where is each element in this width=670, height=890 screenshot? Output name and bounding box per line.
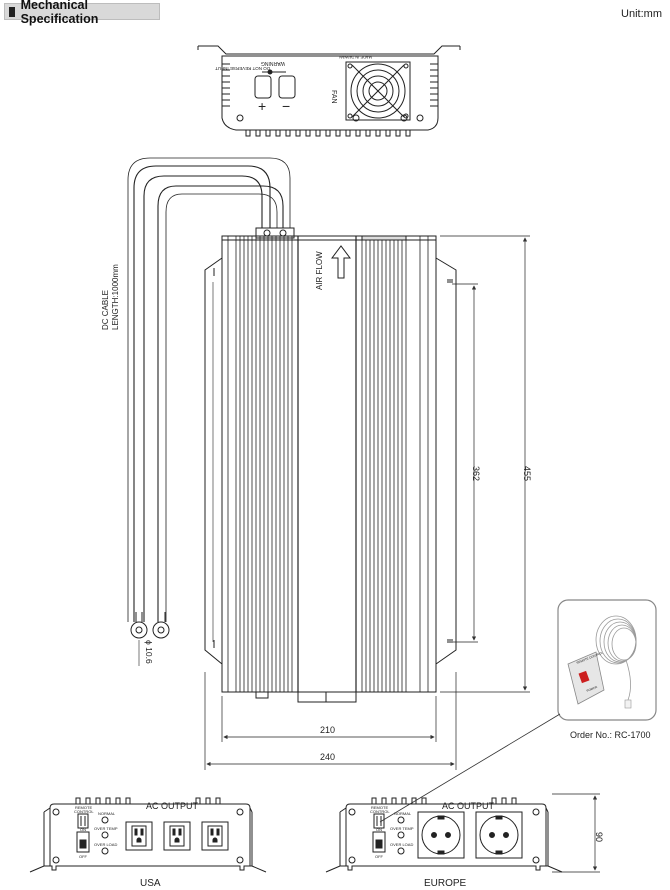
europe-on-label: ON [376, 827, 382, 832]
europe-over-load-label: OVER LOAD [390, 842, 413, 847]
heatsink-fins-left [227, 236, 299, 692]
screw-icon [352, 114, 360, 122]
inverter-body [221, 235, 437, 693]
usa-normal-label: NORMAL [98, 811, 116, 816]
over-load-led-icon [397, 847, 405, 855]
fan-label: FAN [330, 90, 337, 104]
right-mounting-tab [435, 257, 457, 665]
schuko-outlet-icon [475, 811, 523, 859]
europe-label: EUROPE [424, 878, 467, 889]
terminal-block [255, 227, 295, 239]
section-title: Mechanical Specification [20, 0, 99, 26]
remote-jack-icon [77, 813, 89, 829]
unit-label: Unit:mm [621, 8, 662, 20]
usa-remote-label-1: REMOTE [75, 805, 92, 810]
europe-off-label: OFF [375, 854, 384, 859]
remote-control-photo: REMOTE CONTROL POWER [557, 599, 657, 721]
europe-ac-output-label: AC OUTPUT [442, 801, 495, 811]
dim-210-label: 210 [320, 725, 335, 735]
europe-normal-label: NORMAL [394, 811, 412, 816]
main-view [127, 157, 530, 770]
section-title-bar: Mechanical Specification [4, 0, 160, 26]
made-in-label: MADE IN TAIWAN [339, 55, 372, 60]
top-view-flange [198, 45, 460, 55]
over-temp-led-icon [397, 831, 405, 839]
usa-outlet-icon [163, 821, 191, 851]
dim-90-label: 90 [594, 832, 604, 842]
left-mounting-tab [204, 257, 223, 665]
dimension-362 [452, 283, 478, 643]
normal-led-icon [101, 816, 109, 824]
dim-362-label: 362 [471, 466, 481, 481]
warning-label: WARNING [261, 60, 285, 66]
bottom-connector [297, 691, 357, 703]
plus-label: + [258, 98, 266, 114]
usa-outlet-icon [125, 821, 153, 851]
title-marker [9, 6, 15, 17]
heatsink-fins-right [355, 236, 429, 692]
usa-outlet-icon [201, 821, 229, 851]
fan-icon [345, 61, 411, 121]
dimension-210 [221, 696, 437, 742]
warning-dot-icon [267, 69, 273, 75]
dc-cables [127, 157, 291, 622]
dimension-90 [552, 793, 600, 873]
negative-terminal-icon [278, 75, 296, 99]
ring-terminal-left-icon [130, 612, 148, 639]
usa-ac-output-label: AC OUTPUT [146, 801, 199, 811]
dimension-240 [204, 672, 457, 770]
dim-455-label: 455 [522, 466, 532, 481]
cable-length-label: LENGTH:1000mm [111, 264, 120, 330]
usa-label: USA [140, 878, 161, 889]
top-view-fins-bottom [245, 130, 411, 137]
europe-panel [325, 793, 600, 873]
positive-terminal-icon [254, 75, 272, 99]
over-load-led-icon [101, 847, 109, 855]
ring-terminal-right-icon [152, 612, 170, 639]
screw-icon [416, 114, 424, 122]
air-flow-label: AIR FLOW [315, 251, 324, 290]
normal-led-icon [397, 816, 405, 824]
europe-over-temp-label: OVER TEMP [390, 826, 414, 831]
usa-panel [29, 797, 267, 873]
reverse-label: DO NOT REVERSE INPUT [215, 66, 270, 71]
usa-remote-label-2: CONTROL [74, 809, 94, 814]
minus-label: − [282, 98, 290, 114]
top-view-fins-left [222, 63, 230, 107]
rj-plug-icon [624, 699, 632, 709]
europe-remote-label-2: CONTROL [370, 809, 390, 814]
power-switch-icon [76, 831, 90, 853]
terminal-diameter-label: ϕ 10.6 [144, 640, 154, 664]
air-flow-arrow-icon [331, 245, 351, 279]
remote-power-button-icon [578, 670, 590, 684]
remote-jack-icon [373, 813, 385, 829]
europe-remote-label-1: REMOTE [371, 805, 388, 810]
schuko-outlet-icon [417, 811, 465, 859]
dimension-455 [440, 235, 530, 693]
dim-240-label: 240 [320, 752, 335, 762]
power-switch-icon [372, 831, 386, 853]
usa-over-load-label: OVER LOAD [94, 842, 117, 847]
remote-power-label: POWER [586, 685, 599, 693]
order-number-label: Order No.: RC-1700 [570, 730, 651, 740]
screw-icon [236, 114, 244, 122]
europe-panel-fins-top [371, 797, 517, 804]
usa-off-label: OFF [79, 854, 88, 859]
dc-cable-label: DC CABLE [101, 290, 110, 330]
top-view [197, 45, 461, 137]
coiled-cable-icon [595, 615, 637, 701]
usa-on-label: ON [80, 827, 86, 832]
usa-over-temp-label: OVER TEMP [94, 826, 118, 831]
top-view-body [221, 55, 439, 131]
top-view-fins-right [430, 63, 438, 107]
usa-panel-fins-top [75, 797, 221, 804]
over-temp-led-icon [101, 831, 109, 839]
